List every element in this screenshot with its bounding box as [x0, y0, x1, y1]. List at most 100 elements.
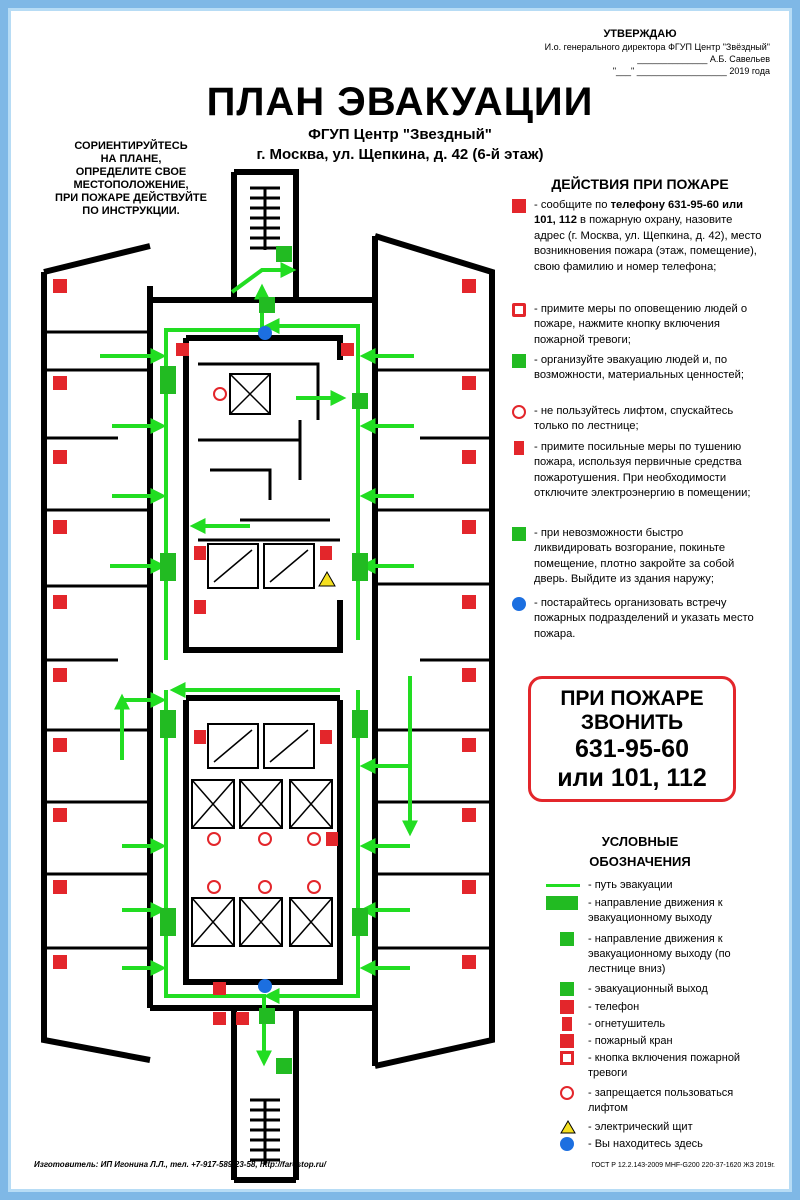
- no-elevator-icon: [207, 880, 221, 894]
- orientation-line: СОРИЕНТИРУЙТЕСЬ: [74, 140, 188, 152]
- extinguisher-icon: [562, 1017, 572, 1031]
- fire-hydrant-icon: [560, 1034, 574, 1048]
- orientation-line: НА ПЛАНЕ,: [100, 153, 162, 165]
- legend-title-line: ОБОЗНАЧЕНИЯ: [589, 854, 691, 869]
- no-elevator-icon: [307, 880, 321, 894]
- action-item: - примите посильные меры по тушению пожа…: [512, 440, 764, 502]
- evacuation-path: [230, 262, 297, 294]
- fire-call-number: 631-95-60: [575, 735, 689, 763]
- legend-item: - кнопка включения пожарной тревоги: [532, 1051, 772, 1081]
- phone-icon: [53, 738, 67, 752]
- orientation-line: МЕСТОПОЛОЖЕНИЕ,: [73, 179, 189, 191]
- phone-icon: [462, 808, 476, 822]
- legend-title: УСЛОВНЫЕ ОБОЗНАЧЕНИЯ: [540, 832, 740, 872]
- extinguisher-icon: [194, 546, 206, 560]
- building-wall: [372, 233, 495, 1069]
- you-are-here-marker: [258, 326, 272, 340]
- organization-name: ФГУП Центр "Звездный": [308, 126, 492, 143]
- stairs-down-icon: [276, 246, 292, 262]
- exit-sign-icon: [160, 908, 176, 936]
- legend-text: - направление движения к эвакуационному …: [588, 933, 731, 975]
- electrical-panel-icon: [560, 1120, 576, 1134]
- stairs-down-icon: [276, 1058, 292, 1074]
- info-icon: [512, 597, 526, 611]
- legend-text: - кнопка включения пожарной тревоги: [588, 1052, 741, 1079]
- action-text: - не пользуйтесь лифтом, спускайтесь тол…: [534, 405, 734, 433]
- exit-sign-icon: [352, 553, 368, 581]
- room-partition: [375, 368, 492, 950]
- stairs: [250, 1098, 280, 1165]
- exit-sign-icon: [160, 710, 176, 738]
- no-elevator-icon: [207, 832, 221, 846]
- phone-icon: [53, 595, 67, 609]
- actions-heading: ДЕЙСТВИЯ ПРИ ПОЖАРЕ: [551, 176, 729, 192]
- room-partition: [44, 330, 150, 950]
- action-text-part: в пожарную охрану, назовите адрес (г. Мо…: [534, 214, 762, 273]
- legend-item: - огнетушитель: [532, 1017, 772, 1032]
- legend-item: - путь эвакуации: [532, 878, 772, 893]
- phone-icon: [560, 1000, 574, 1014]
- phone-icon: [512, 199, 526, 213]
- action-item: - примите меры по оповещению людей о пож…: [512, 302, 764, 348]
- extinguisher-icon: [326, 832, 338, 846]
- phone-icon: [53, 880, 67, 894]
- shaft-slash: [213, 549, 309, 763]
- exit-direction-icon: [512, 354, 526, 368]
- fire-call-number: или 101, 112: [557, 764, 707, 792]
- phone-icon: [53, 955, 67, 969]
- fire-call-line: ПРИ ПОЖАРЕ: [560, 687, 704, 710]
- no-elevator-icon: [213, 387, 227, 401]
- evacuation-path: [263, 690, 360, 1004]
- phone-icon: [462, 738, 476, 752]
- approval-date: "___" __________________ 2019 года: [612, 66, 770, 76]
- action-text: - сообщите по телефону 631-95-60 или 101…: [534, 198, 764, 275]
- address: г. Москва, ул. Щепкина, д. 42 (6-й этаж): [256, 146, 544, 163]
- extinguisher-icon: [320, 546, 332, 560]
- phone-icon: [53, 520, 67, 534]
- evacuation-path: [263, 318, 360, 640]
- legend-text: - телефон: [588, 1001, 640, 1013]
- action-text-bold: телефону 631-95-60 или 101, 112: [534, 199, 743, 227]
- room-partition: [198, 362, 340, 542]
- action-item: - организуйте эвакуацию людей и, по возм…: [512, 353, 764, 384]
- extinguisher-icon: [194, 600, 206, 614]
- action-text: - постарайтесь организовать встречу пожа…: [534, 597, 754, 640]
- alarm-button-icon: [176, 343, 189, 356]
- exit-direction-icon: [546, 896, 578, 910]
- elevator-cross: [191, 373, 333, 947]
- stair-tower-bottom: [231, 1010, 299, 1183]
- alarm-button-icon: [236, 1012, 249, 1025]
- exit-sign-icon: [352, 393, 368, 409]
- action-item: - постарайтесь организовать встречу пожа…: [512, 596, 764, 642]
- phone-icon: [462, 880, 476, 894]
- no-elevator-icon: [307, 832, 321, 846]
- fire-call-box: ПРИ ПОЖАРЕ ЗВОНИТЬ 631-95-60 или 101, 11…: [528, 676, 736, 802]
- legend-item: - пожарный кран: [532, 1034, 772, 1049]
- alarm-button-icon: [560, 1051, 574, 1065]
- phone-icon: [53, 450, 67, 464]
- extinguisher-icon: [194, 730, 206, 744]
- legend-text: - направление движения к эвакуационному …: [588, 897, 723, 924]
- phone-icon: [462, 668, 476, 682]
- you-are-here-marker: [258, 979, 272, 993]
- legend-text: - эвакуационный выход: [588, 983, 708, 995]
- alarm-button-icon: [512, 303, 526, 317]
- legend-item: - эвакуационный выход: [532, 982, 772, 997]
- phone-icon: [462, 450, 476, 464]
- legend-text: - запрещается пользоваться лифтом: [588, 1087, 734, 1114]
- orientation-note: СОРИЕНТИРУЙТЕСЬ НА ПЛАНЕ, ОПРЕДЕЛИТЕ СВО…: [36, 140, 226, 218]
- phone-icon: [462, 376, 476, 390]
- legend-text: - путь эвакуации: [588, 879, 673, 891]
- approval-signature: ______________ А.Б. Савельев: [637, 54, 770, 64]
- legend-item: - запрещается пользоваться лифтом: [532, 1086, 772, 1116]
- legend-text: - пожарный кран: [588, 1035, 673, 1047]
- no-elevator-icon: [258, 832, 272, 846]
- fire-call-line: ЗВОНИТЬ: [580, 711, 684, 734]
- action-item: - не пользуйтесь лифтом, спускайтесь тол…: [512, 404, 764, 435]
- action-text: - примите посильные меры по тушению пожа…: [534, 441, 751, 500]
- phone-icon: [53, 376, 67, 390]
- approval-title: УТВЕРЖДАЮ: [603, 28, 677, 40]
- action-text: - примите меры по оповещению людей о пож…: [534, 303, 748, 346]
- phone-icon: [462, 595, 476, 609]
- standard-code: ГОСТ Р 12.2.143-2009 МНF-G200 220-37-162…: [591, 1162, 775, 1169]
